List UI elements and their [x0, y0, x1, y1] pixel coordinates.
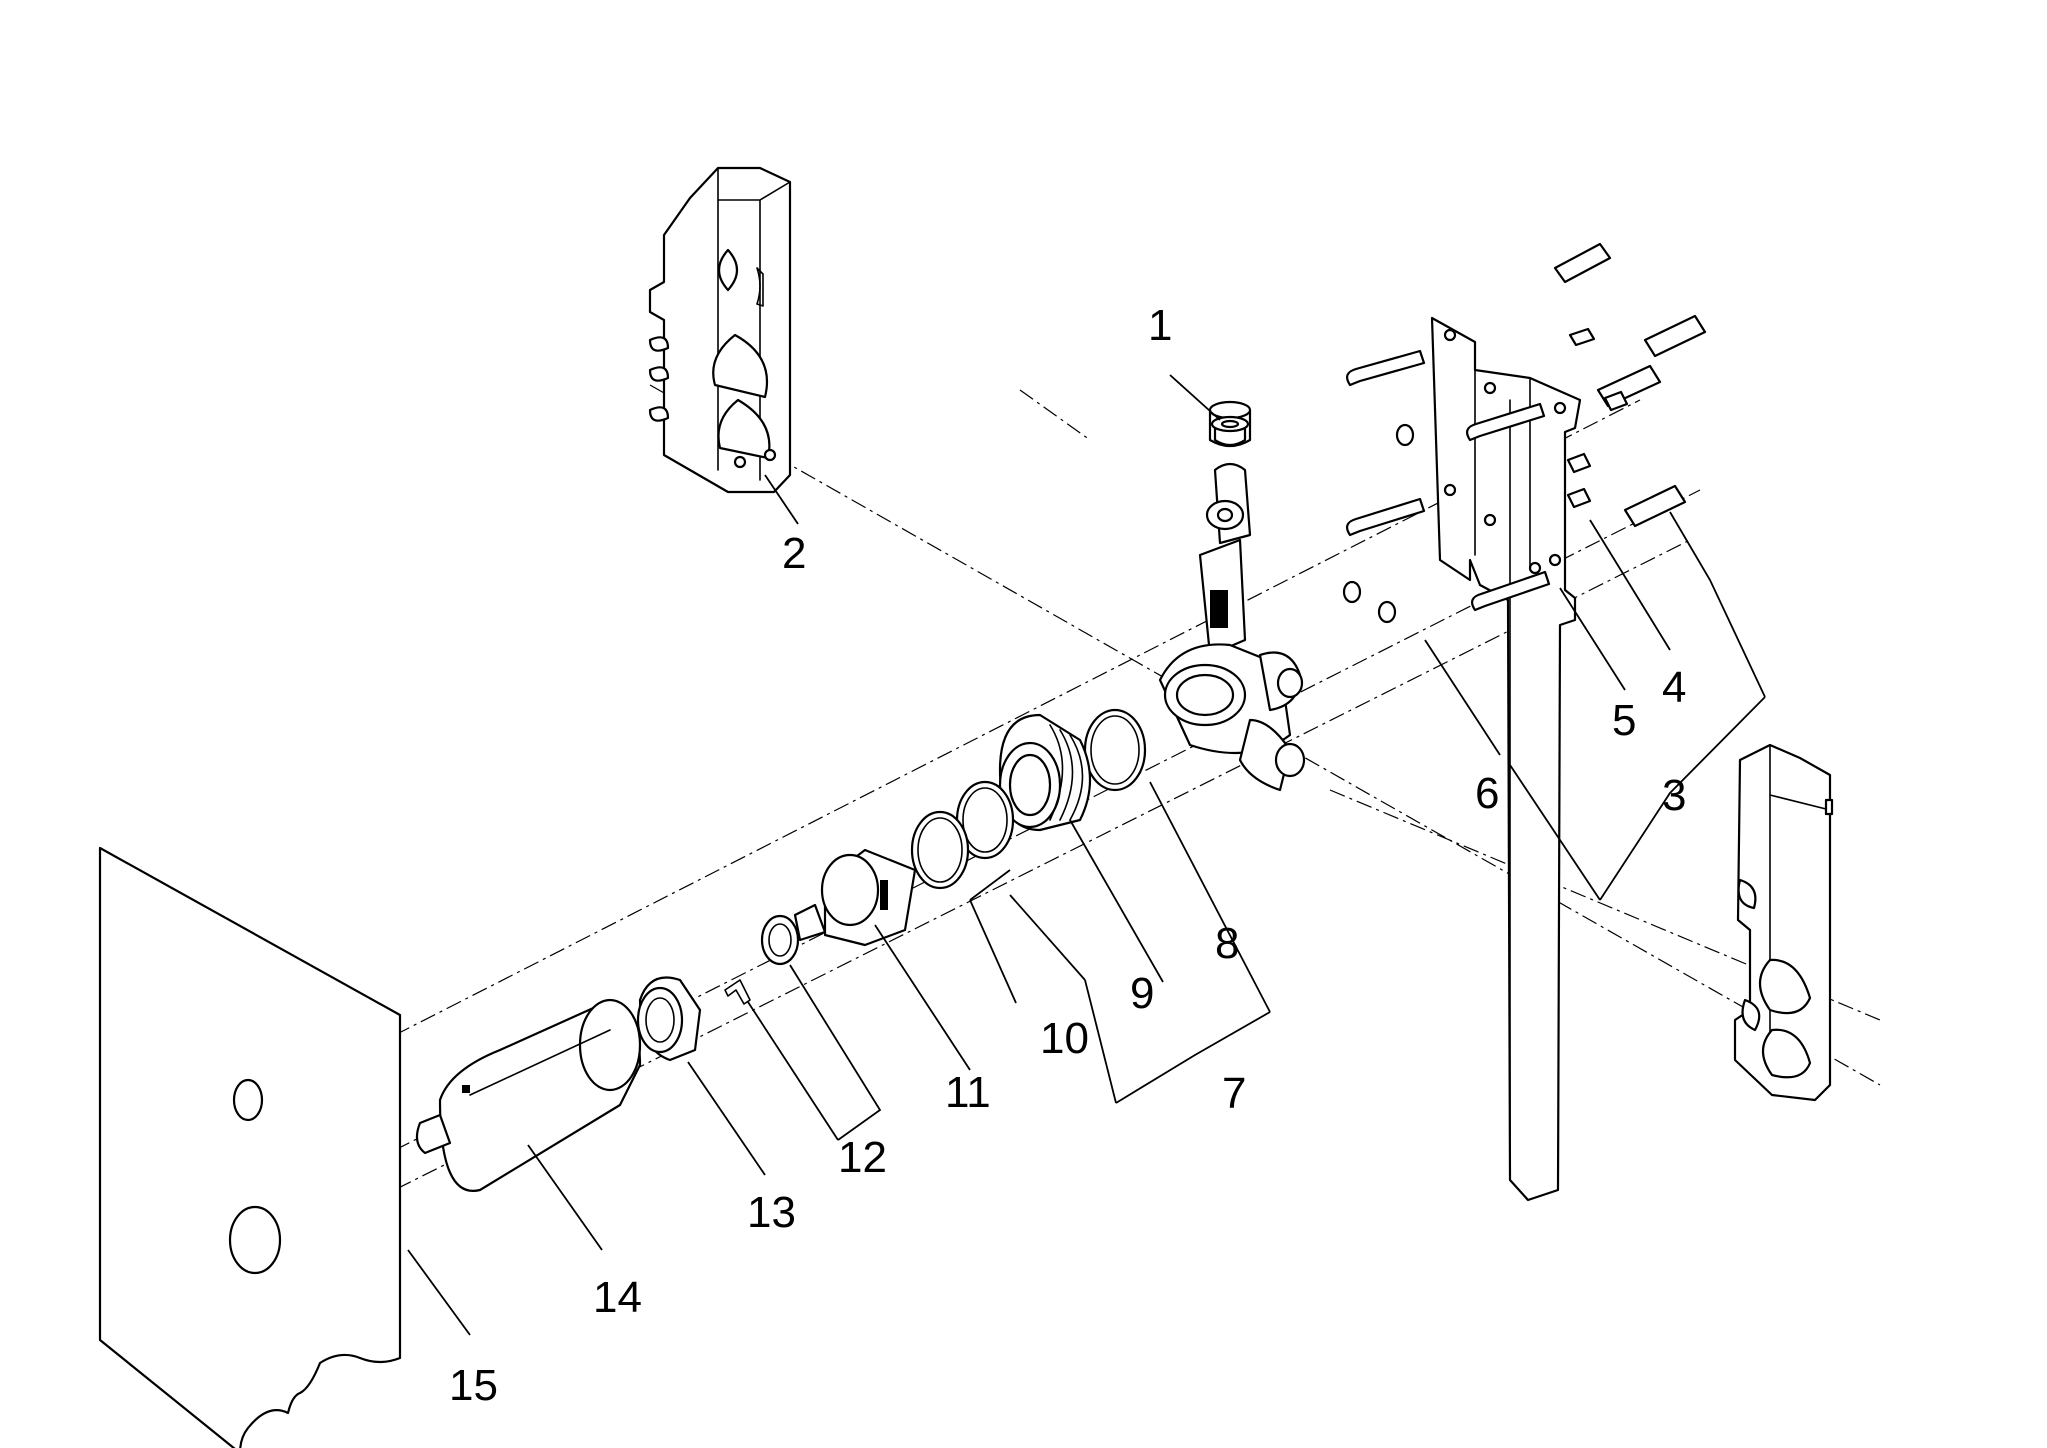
cover-plate — [98, 846, 402, 1448]
callout-7: 7 — [1222, 1069, 1246, 1118]
callout-6: 6 — [1475, 769, 1499, 818]
mounting-plate — [1430, 316, 1582, 1202]
hex-bolts — [1566, 327, 1596, 509]
bushing — [636, 976, 702, 1062]
callout-12: 12 — [838, 1133, 887, 1182]
callout-3: 3 — [1662, 771, 1686, 820]
callout-8: 8 — [1215, 919, 1239, 968]
callout-1: 1 — [1148, 301, 1172, 350]
callout-9: 9 — [1130, 969, 1154, 1018]
mounting-block-right — [1733, 743, 1834, 1102]
mounting-block-left — [648, 166, 792, 494]
retainer-nut — [760, 914, 800, 966]
o-ring-large-inner — [1090, 715, 1140, 785]
callout-5: 5 — [1612, 696, 1636, 745]
o-ring-large — [1083, 708, 1147, 792]
wood-screws — [1346, 349, 1551, 612]
valve-body — [1158, 400, 1306, 792]
cartridge — [793, 848, 917, 947]
callout-numbers: 1 2 3 4 5 6 7 8 9 10 11 12 13 14 15 — [449, 301, 1686, 1410]
washers — [1342, 423, 1415, 624]
threaded-sleeve — [998, 713, 1092, 832]
callout-10: 10 — [1040, 1014, 1089, 1063]
wall-anchors — [1553, 242, 1707, 528]
callout-2: 2 — [782, 529, 806, 578]
leader-lines — [407, 374, 1766, 1336]
callout-13: 13 — [747, 1188, 796, 1237]
spring-clip — [724, 979, 751, 1005]
handle — [415, 998, 642, 1192]
callout-14: 14 — [593, 1273, 642, 1322]
callout-4: 4 — [1662, 663, 1686, 712]
callout-11: 11 — [945, 1068, 991, 1117]
o-rings-pair — [910, 780, 1015, 890]
callout-15: 15 — [449, 1361, 498, 1410]
valve-top-cap — [1210, 415, 1250, 447]
